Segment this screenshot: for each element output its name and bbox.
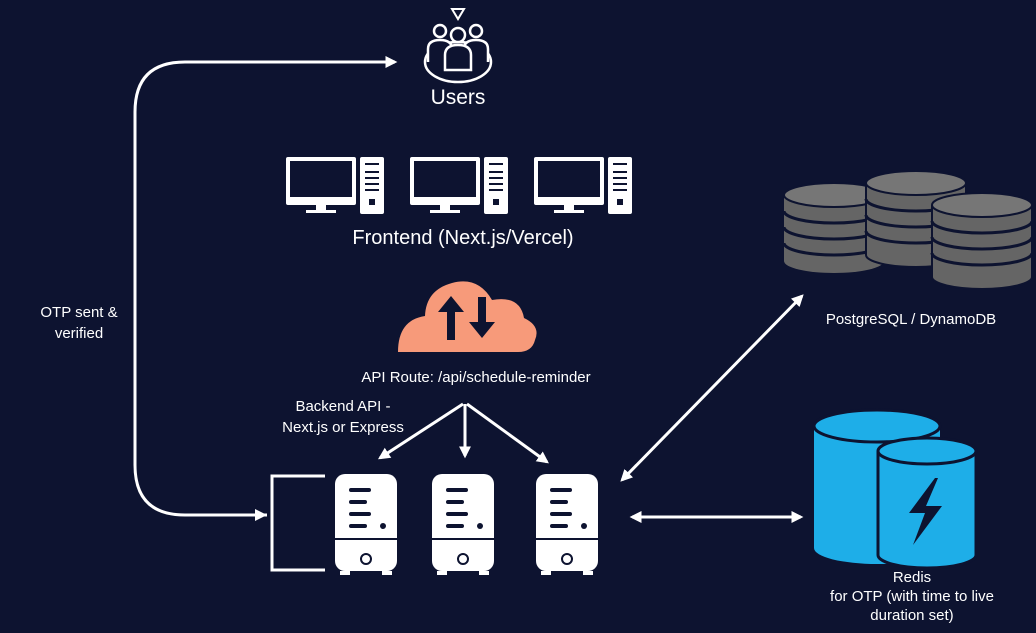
redis-label-line-3: duration set) [870,607,954,624]
cloud-upload-download-icon [398,281,537,352]
api-to-server-3-arrow [466,402,549,464]
redis-label-line-1: Redis [892,569,932,586]
server-icon [335,474,397,575]
otp-label-line-2: verified [54,325,104,342]
redis-label: Redis for OTP (with time to live duratio… [830,568,994,625]
otp-label: OTP sent & verified [40,302,117,344]
desktop-computer-icon [410,157,508,214]
users-group-icon [423,8,493,84]
server-icon [432,474,494,575]
server-icon [536,474,598,575]
redis-lightning-icon [812,408,978,570]
backend-label-line-2: Next.js or Express [282,419,404,436]
backend-label: Backend API - Next.js or Express [282,396,404,438]
backend-label-line-1: Backend API - [295,398,391,415]
otp-loop-start-arrow [255,509,267,521]
frontend-label: Frontend (Next.js/Vercel) [352,227,574,249]
users-label: Users [430,86,486,109]
otp-loop-connector [133,56,398,517]
desktop-computer-icon [286,157,384,214]
api-to-server-1-arrow [377,402,464,460]
database-stack-icon [782,170,1034,290]
desktop-computer-icon [534,157,632,214]
redis-label-line-2: for OTP (with time to live [830,588,994,605]
otp-label-line-1: OTP sent & [40,304,118,321]
backend-bracket [270,474,325,572]
backend-database-arrow [620,294,804,482]
api-route-label: API Route: /api/schedule-reminder [361,369,591,386]
database-label: PostgreSQL / DynamoDB [825,311,997,328]
